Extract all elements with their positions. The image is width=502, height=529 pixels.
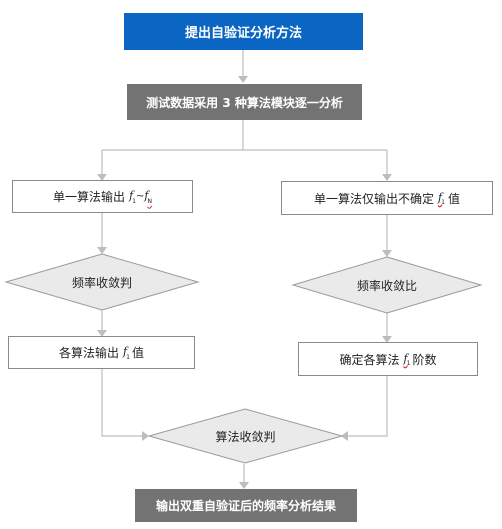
right-uncertain-output-label: 单一算法仅输出不确定 — [314, 191, 435, 206]
right-value-suffix: 值 — [447, 191, 460, 206]
formula-tilde: ~ — [135, 191, 145, 203]
connector-right-box2-merge — [348, 376, 388, 437]
right-order-suffix: 阶数 — [412, 352, 437, 367]
end-label: 输出双重自验证后的频率分析结果 — [155, 499, 336, 513]
merge-diamond-text: 算法收敛判 — [149, 426, 342, 446]
arrowhead — [382, 250, 392, 257]
right-determine-order-box: 确定各算法 f1 阶数 — [298, 342, 478, 376]
arrowhead — [97, 247, 107, 254]
right-formula-f2: f1 — [404, 351, 411, 367]
formula-subscript: 1 — [132, 197, 136, 205]
start-label: 提出自验证分析方法 — [184, 26, 302, 41]
formula-f: f — [123, 345, 128, 359]
left-diamond-shape — [4, 253, 200, 311]
right-determine-order-label: 确定各算法 — [339, 352, 400, 367]
arrowhead — [382, 336, 392, 343]
end-box: 输出双重自验证后的频率分析结果 — [135, 489, 357, 522]
left-diamond-label: 频率收敛判 — [71, 275, 132, 290]
connectors — [101, 50, 388, 482]
left-single-output-label: 单一算法输出 — [53, 190, 126, 204]
arrowhead — [239, 482, 249, 489]
test-data-box: 测试数据采用 3 种算法模块逐一分析 — [127, 84, 362, 120]
formula-subscript: 1 — [406, 360, 411, 368]
right-diamond-text: 频率收敛比 — [293, 275, 481, 295]
merge-diamond-shape — [147, 408, 344, 464]
arrowhead — [238, 76, 248, 83]
arrowhead — [341, 431, 348, 441]
arrowhead — [142, 431, 149, 441]
right-uncertain-output-box: 单一算法仅输出不确定 f1 值 — [281, 181, 493, 215]
formula-subscript: 1 — [126, 353, 130, 361]
right-diamond-label: 频率收敛比 — [356, 278, 417, 293]
right-formula-f: f1 — [438, 190, 445, 206]
formula-f: f — [129, 189, 134, 203]
arrowhead — [97, 174, 107, 181]
left-formula-f: f1 — [123, 344, 130, 360]
left-each-output-label: 各算法输出 — [59, 346, 120, 360]
arrowhead — [382, 174, 392, 181]
merge-diamond-label: 算法收敛判 — [215, 429, 276, 444]
formula-subscript: 1 — [441, 199, 445, 207]
formula-f: f — [438, 190, 443, 204]
formula-f: f — [403, 351, 408, 365]
formula-subscript: N — [147, 197, 152, 205]
left-formula-range: f1~fN — [129, 188, 152, 204]
left-single-output-box: 单一算法输出 f1~fN — [12, 180, 193, 213]
test-data-label: 测试数据采用 3 种算法模块逐一分析 — [146, 95, 343, 110]
left-each-output-box: 各算法输出 f1 值 — [8, 336, 195, 369]
right-diamond-shape — [291, 256, 483, 314]
arrowheads — [97, 76, 392, 489]
connector-left-box2-merge — [101, 369, 142, 437]
formula-f: f — [144, 189, 149, 203]
left-diamond-text: 频率收敛判 — [6, 272, 198, 292]
start-box: 提出自验证分析方法 — [124, 13, 363, 50]
arrowhead — [97, 330, 107, 337]
left-value-suffix: 值 — [131, 346, 144, 360]
